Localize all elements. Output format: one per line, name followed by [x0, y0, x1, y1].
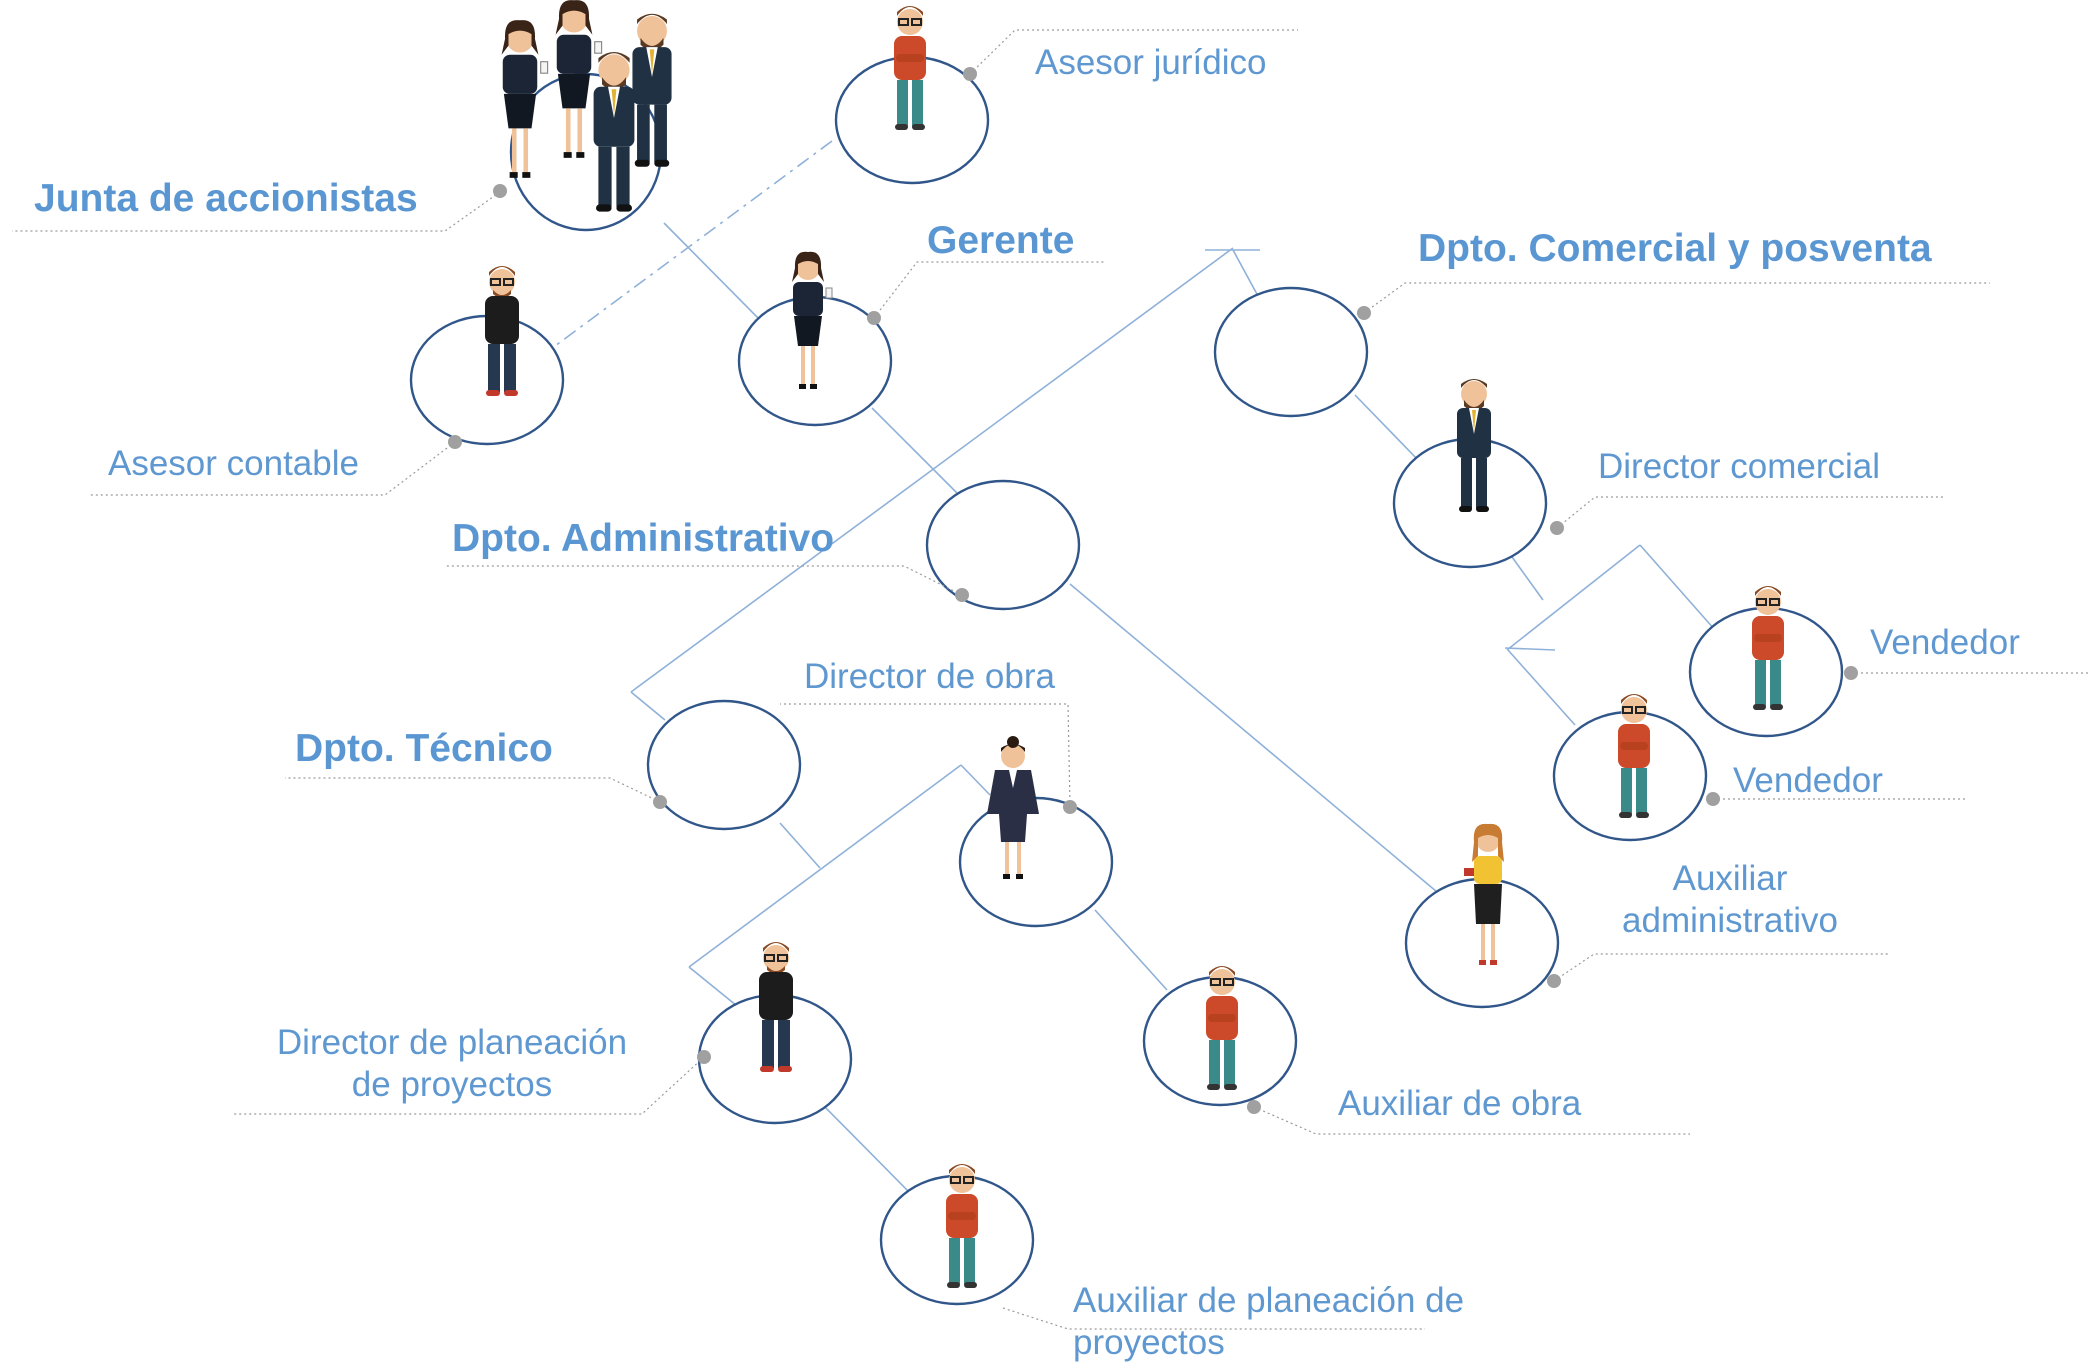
label-director-comercial: Director comercial: [1598, 447, 1880, 486]
label-auxiliar-obra: Auxiliar de obra: [1338, 1084, 1582, 1123]
label-auxiliar-administrativo-2: administrativo: [1622, 901, 1838, 940]
circle-dpto-administrativo: [925, 479, 1081, 611]
circle-director-obra: [958, 796, 1114, 928]
label-vendedor-1: Vendedor: [1870, 623, 2020, 662]
label-auxiliar-planeacion-2: proyectos: [1073, 1323, 1225, 1362]
label-dpto-comercial: Dpto. Comercial y posventa: [1418, 227, 1932, 270]
label-leaders: [12, 29, 2090, 1330]
label-director-planeacion-2: de proyectos: [351, 1065, 553, 1104]
label-gerente: Gerente: [927, 219, 1075, 262]
label-vendedor-2: Vendedor: [1733, 761, 1883, 800]
label-asesor-juridico: Asesor jurídico: [1035, 43, 1267, 82]
label-auxiliar-planeacion-1: Auxiliar de planeación de: [1073, 1281, 1465, 1320]
label-director-obra: Director de obra: [804, 657, 1055, 696]
label-dpto-administrativo: Dpto. Administrativo: [452, 517, 835, 560]
label-auxiliar-administrativo-1: Auxiliar: [1672, 859, 1788, 898]
label-director-planeacion-1: Director de planeación: [276, 1023, 628, 1062]
label-dpto-tecnico: Dpto. Técnico: [295, 727, 553, 770]
label-asesor-contable: Asesor contable: [108, 444, 359, 483]
connection-dots: [448, 67, 1858, 1114]
circle-dpto-tecnico: [646, 699, 802, 831]
circle-dpto-comercial: [1213, 286, 1369, 418]
label-junta: Junta de accionistas: [34, 177, 418, 220]
connector-lines: [554, 140, 1716, 1196]
